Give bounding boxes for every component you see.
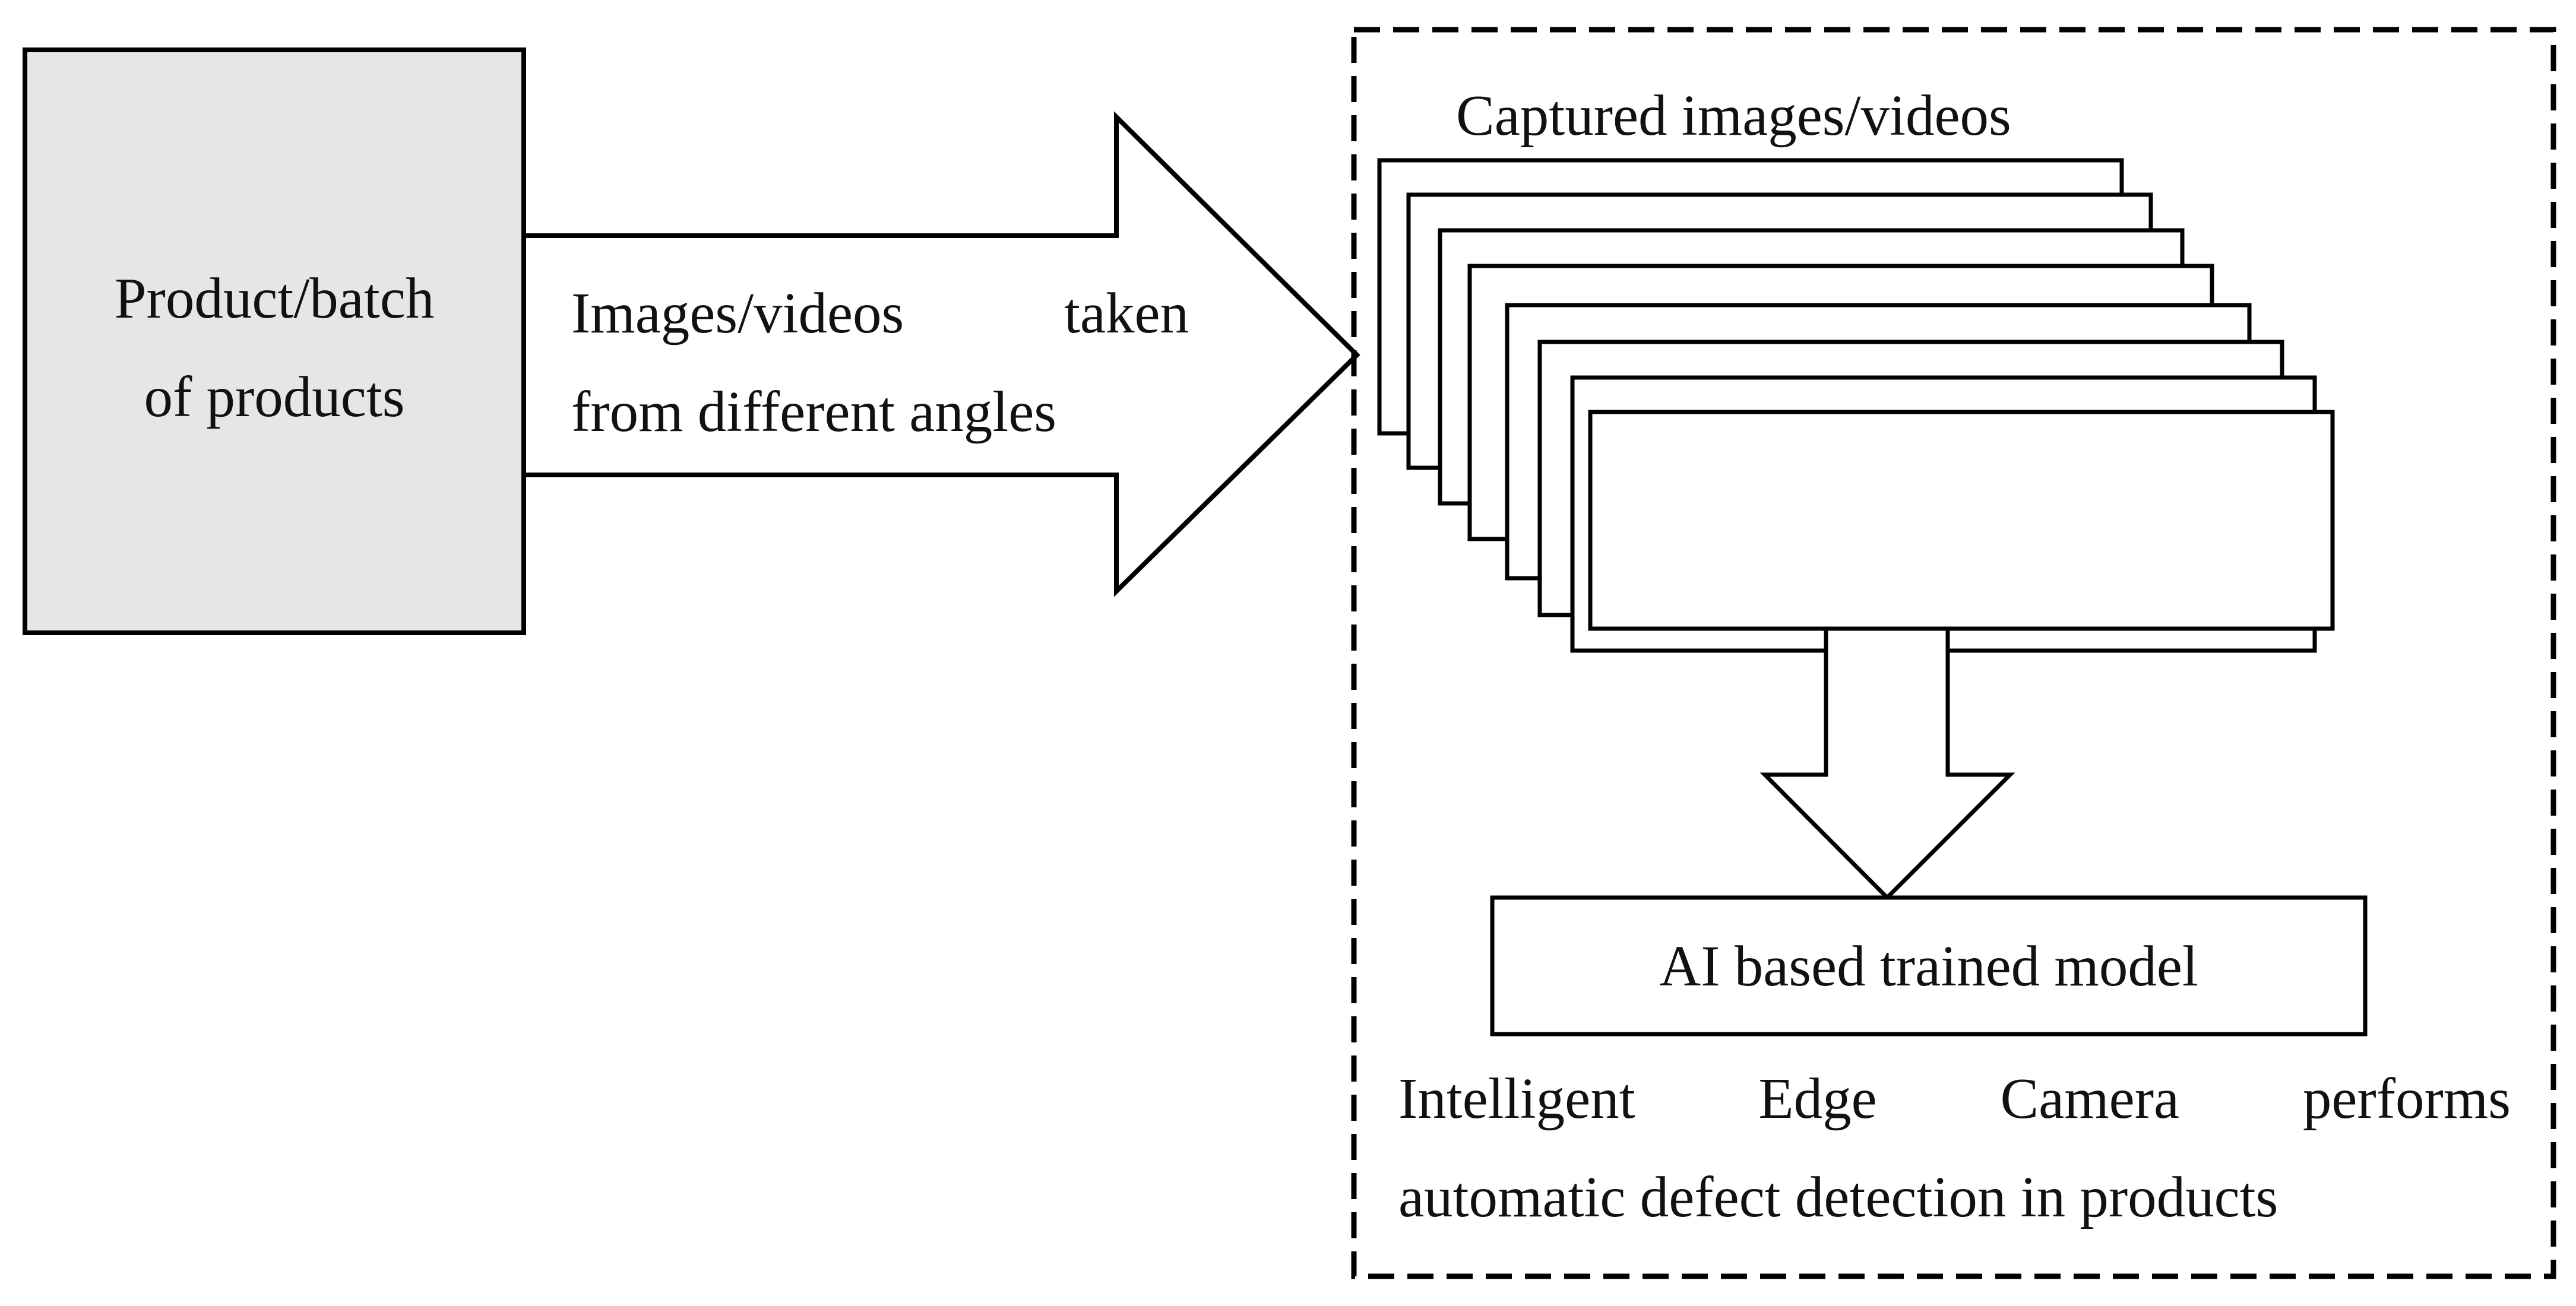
capture-arrow-label: Images/videos taken from different angle… <box>571 264 1189 461</box>
capture-arrow-word-2: taken <box>1064 281 1189 345</box>
captured-frames-stack <box>1377 158 2335 653</box>
edge-camera-caption-line-2: automatic defect detection in products <box>1398 1165 2278 1229</box>
captured-images-label: Captured images/videos <box>1456 84 2011 147</box>
ai-model-label: AI based trained model <box>1659 934 2198 998</box>
caption-word: Camera <box>2000 1067 2180 1130</box>
caption-word: Edge <box>1758 1067 1877 1130</box>
capture-arrow-line-1: Images/videos taken <box>571 264 1189 363</box>
ai-model-box <box>1490 895 2368 1036</box>
capture-arrow-word-1: Images/videos <box>571 281 904 345</box>
edge-camera-caption: Intelligent Edge Camera performs automat… <box>1398 1050 2511 1247</box>
capture-arrow-line-2: from different angles <box>571 380 1057 443</box>
product-box-line-1: Product/batch <box>114 267 435 330</box>
caption-word: Intelligent <box>1398 1067 1635 1130</box>
capture-arrow <box>521 111 1360 597</box>
product-box <box>23 47 526 635</box>
down-arrow <box>1759 626 2015 901</box>
product-box-line-2: of products <box>144 365 405 429</box>
edge-camera-region-border <box>1351 27 2556 1279</box>
edge-camera-caption-line-1: Intelligent Edge Camera performs <box>1398 1050 2511 1148</box>
caption-word: performs <box>2302 1067 2511 1130</box>
product-box-label: Product/batch of products <box>25 249 524 446</box>
captured-frame <box>1588 410 2335 631</box>
